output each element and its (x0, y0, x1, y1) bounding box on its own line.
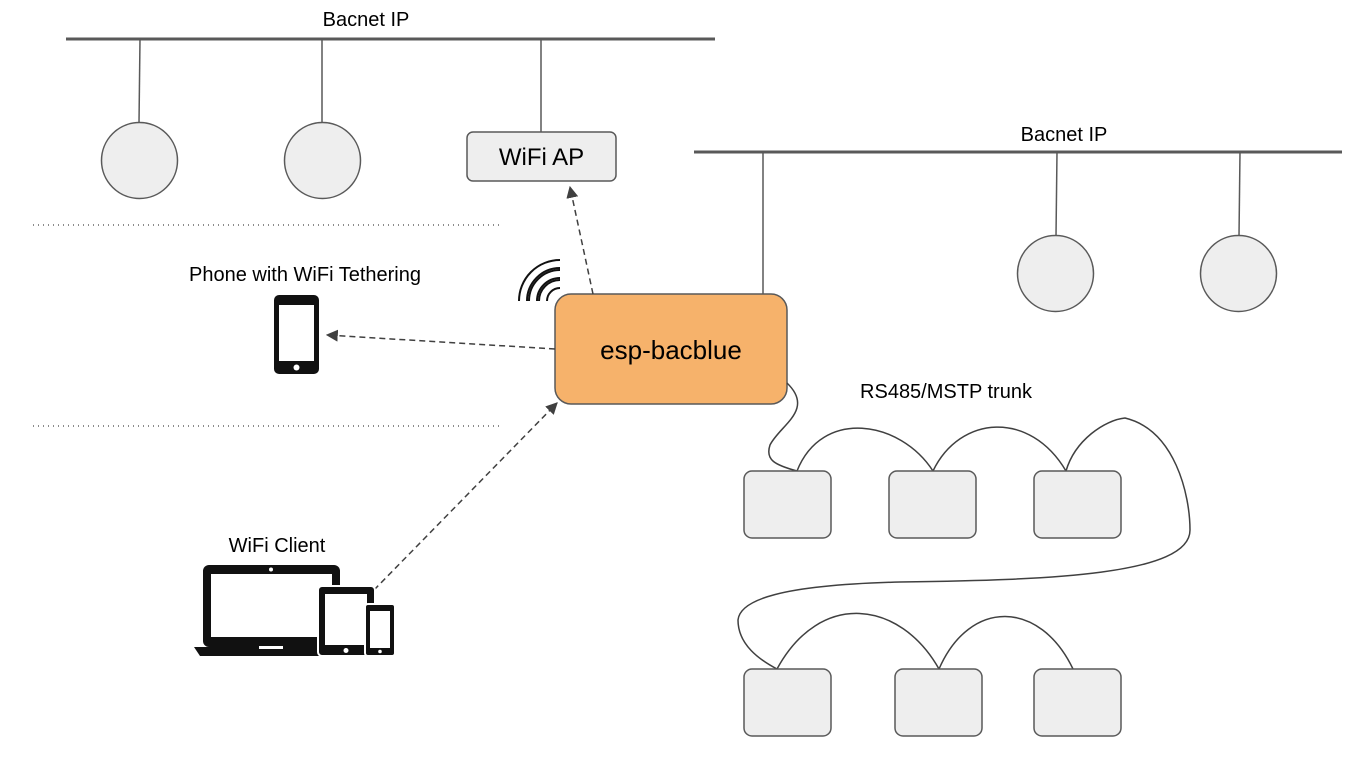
rs485-label: RS485/MSTP trunk (860, 381, 1033, 403)
wifi-client-label: WiFi Client (229, 535, 326, 557)
arrow-esp-to-wifi-ap (566, 185, 594, 295)
left-bacnet-node-1 (100, 121, 179, 200)
laptop-tablet-phone-icon (194, 565, 396, 657)
esp-bacblue-box: esp-bacblue (554, 293, 788, 405)
mstp-device-2 (888, 470, 977, 539)
left-bacnet-node-2 (283, 121, 362, 200)
wifi-ap-box: WiFi AP (466, 131, 617, 182)
right-bacnet-node-1 (1016, 234, 1095, 313)
mstp-device-5 (894, 668, 983, 737)
esp-bacblue-label: esp-bacblue (600, 335, 742, 365)
right-bacnet-node-2 (1199, 234, 1278, 313)
bacnet-ip-left-label: Bacnet IP (323, 9, 410, 31)
wifi-ap-label: WiFi AP (499, 144, 584, 171)
arrow-client-to-esp (373, 402, 558, 591)
mstp-device-3 (1033, 470, 1122, 539)
mstp-device-4 (743, 668, 832, 737)
mstp-device-6 (1033, 668, 1122, 737)
right-node-1-drop (1055, 151, 1058, 237)
right-node-2-drop (1238, 151, 1241, 237)
smartphone-icon (274, 295, 319, 374)
mstp-trunk-cable (737, 382, 1191, 671)
left-node-1-drop (138, 38, 141, 124)
phone-label: Phone with WiFi Tethering (189, 264, 421, 286)
arrow-esp-to-phone (325, 329, 556, 350)
bacnet-ip-right-label: Bacnet IP (1021, 124, 1108, 146)
wifi-signal-icon (518, 259, 561, 302)
mstp-device-1 (743, 470, 832, 539)
